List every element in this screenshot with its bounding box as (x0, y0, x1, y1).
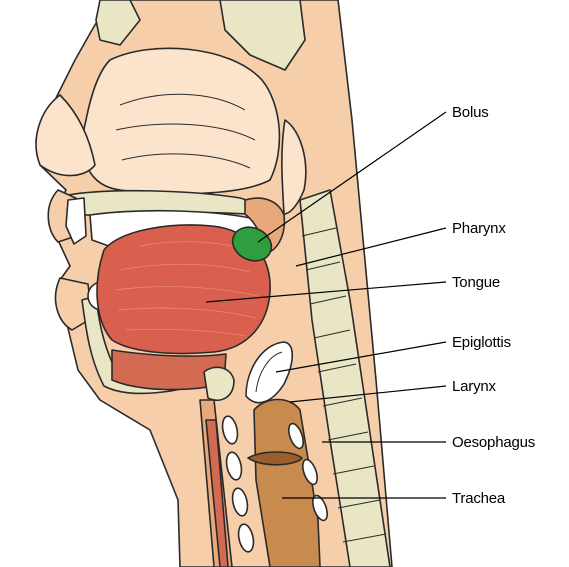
hyoid-bone (204, 367, 234, 400)
label-oesophagus: Oesophagus (452, 434, 535, 451)
label-trachea: Trachea (452, 490, 506, 507)
label-larynx: Larynx (452, 378, 497, 395)
nasal-cavity (83, 48, 280, 193)
larynx-opening (248, 452, 302, 465)
label-pharynx: Pharynx (452, 220, 506, 237)
label-bolus: Bolus (452, 104, 489, 121)
label-epiglottis: Epiglottis (452, 334, 511, 351)
label-tongue: Tongue (452, 274, 500, 291)
